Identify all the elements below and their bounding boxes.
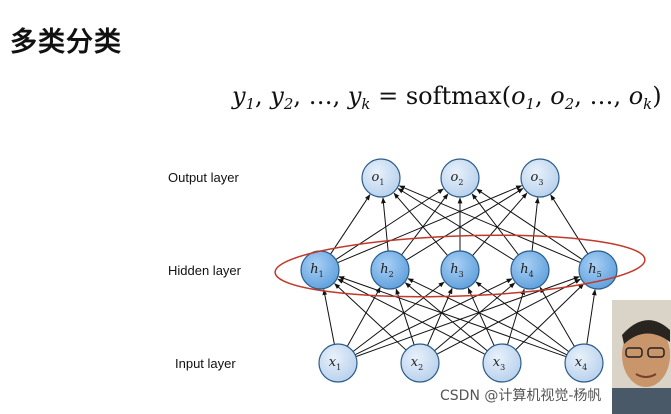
connection-edge — [467, 287, 495, 346]
hidden-node-3: h3 — [440, 250, 480, 290]
input-node-3: x3 — [482, 343, 522, 383]
presenter-video-thumbnail — [612, 300, 671, 414]
equals-sign: = — [370, 82, 406, 110]
connection-edge — [338, 276, 567, 358]
connection-edge — [550, 194, 589, 255]
output-node-3: o3 — [520, 158, 560, 198]
connection-edge — [393, 192, 449, 256]
softmax-function-name: softmax( — [405, 82, 512, 110]
input-layer-label: Input layer — [175, 356, 236, 371]
connection-edge — [335, 188, 444, 260]
connection-edge — [405, 188, 524, 261]
output-node-1: o1 — [361, 158, 401, 198]
connection-edge — [471, 193, 519, 256]
connection-edge — [475, 281, 570, 353]
connection-edge — [436, 278, 581, 355]
connection-edge — [381, 197, 389, 252]
output-layer-label: Output layer — [168, 170, 239, 185]
hidden-node-2: h2 — [370, 250, 410, 290]
connection-edge — [330, 194, 371, 255]
connection-edge — [337, 278, 486, 355]
lhs-term: … — [308, 82, 333, 110]
page-title: 多类分类 — [10, 27, 122, 58]
connection-edge — [404, 282, 488, 352]
softmax-formula: y1, y2, …, yk = softmax(o1, o2, …, ok) — [232, 82, 662, 114]
watermark: CSDN @计算机视觉-杨帆 — [440, 388, 602, 404]
lhs-term: y2 — [270, 82, 294, 114]
hidden-node-4: h4 — [510, 250, 550, 290]
hidden-node-1: h1 — [300, 250, 340, 290]
rhs-term: o2 — [550, 82, 575, 114]
connection-edge — [472, 192, 528, 256]
connection-edge — [401, 193, 449, 256]
lhs-term: yk — [347, 82, 371, 114]
rhs-term: ok — [628, 82, 653, 114]
hidden-layer-highlight-ellipse — [274, 234, 646, 298]
connection-edge — [407, 278, 568, 356]
rhs-term: … — [589, 82, 614, 110]
lhs-term: y1 — [232, 82, 256, 114]
connection-edge — [354, 278, 513, 356]
connection-edge — [352, 281, 445, 352]
connection-edge — [346, 286, 381, 347]
hidden-layer-label: Hidden layer — [168, 263, 241, 278]
connection-edge — [397, 188, 515, 261]
connection-edge — [586, 289, 597, 345]
connection-edge — [506, 288, 525, 345]
connection-edge — [476, 188, 583, 260]
connection-edge — [398, 185, 581, 264]
connection-edge — [515, 283, 585, 351]
connection-edge — [334, 283, 407, 351]
input-node-1: x1 — [318, 343, 358, 383]
output-node-2: o2 — [440, 158, 480, 198]
connection-edge — [337, 185, 523, 264]
input-node-2: x2 — [400, 343, 440, 383]
input-node-4: x4 — [564, 343, 604, 383]
connection-edge — [322, 289, 335, 345]
rhs-term: o1 — [511, 82, 535, 114]
connection-edge — [539, 286, 575, 347]
